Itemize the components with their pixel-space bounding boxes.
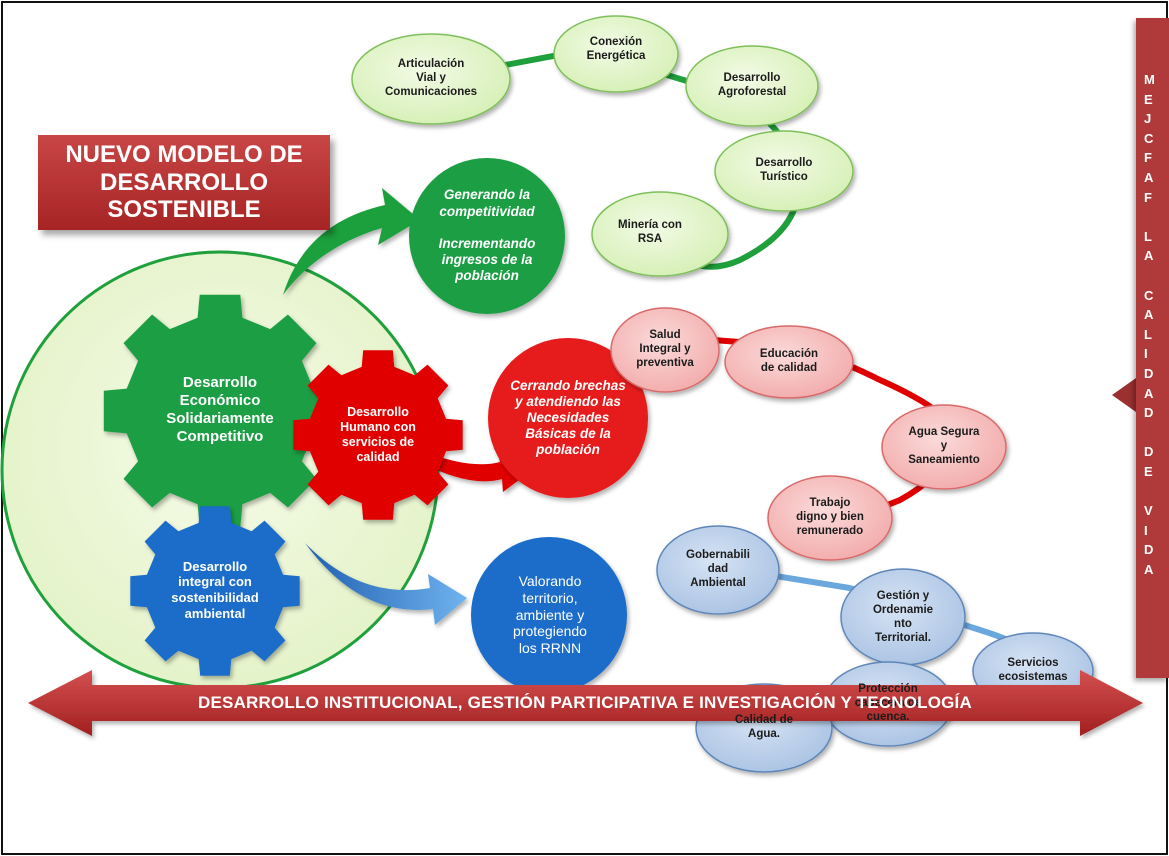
hub-red [488, 338, 648, 498]
node-conexion [553, 15, 679, 93]
blue-arrow [305, 543, 467, 625]
hub-blue [471, 537, 627, 693]
gear-environmental [130, 506, 300, 676]
node-agua-segura [881, 404, 1007, 490]
side-pointer-arrow [1112, 378, 1136, 412]
node-educacion [724, 325, 854, 399]
bottom-double-arrow [28, 670, 1143, 736]
hub-green [409, 158, 565, 314]
title-box: NUEVO MODELO DE DESARROLLO SOSTENIBLE [38, 135, 330, 230]
node-turistico [714, 130, 854, 212]
side-panel-text: M E J C F A F L A C A L I D A D D E V I … [1144, 72, 1155, 577]
node-salud [610, 307, 720, 393]
node-agroforestal [685, 45, 819, 127]
diagram-title: NUEVO MODELO DE DESARROLLO SOSTENIBLE [65, 141, 303, 224]
green-curved-arrow [283, 188, 420, 295]
node-mineria [591, 191, 729, 277]
node-articulacion [351, 33, 511, 125]
side-panel: M E J C F A F L A C A L I D A D D E V I … [1136, 18, 1169, 678]
node-gestion [840, 568, 966, 666]
node-trabajo [767, 475, 893, 561]
bottom-arrow-label: DESARROLLO INSTITUCIONAL, GESTIÓN PARTIC… [198, 693, 972, 712]
gear-economic [103, 294, 337, 528]
gear-human [293, 350, 463, 520]
node-gobernabilidad [656, 525, 780, 615]
